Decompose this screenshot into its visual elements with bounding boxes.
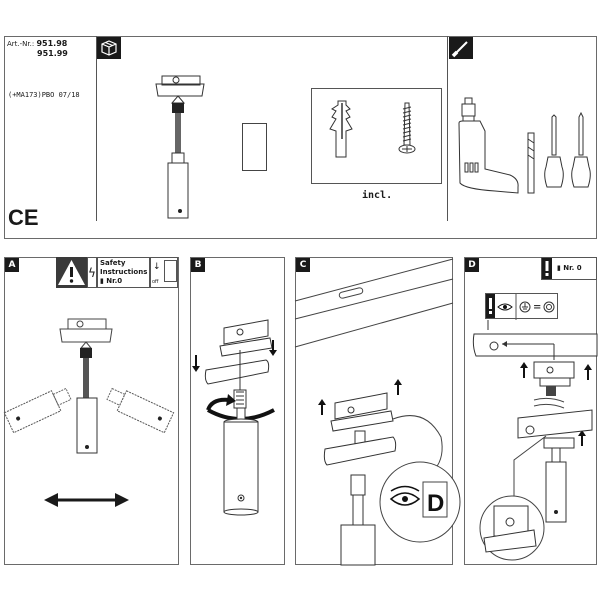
attention-icon (542, 258, 552, 279)
package-box-icon (97, 37, 121, 59)
power-off-switch-icon: ↓ off (150, 257, 178, 288)
phillips-screwdriver-icon (571, 111, 591, 188)
document-icon: ▮ (557, 264, 561, 272)
spotlight-rotation-drawing (3, 318, 175, 507)
drill-icon (458, 97, 519, 194)
detail-d-label: D (427, 490, 444, 517)
down-arrow-icon (192, 340, 277, 372)
ground-ring-icon (543, 301, 555, 313)
wall-plug-icon (329, 100, 353, 158)
screw-icon (398, 102, 416, 154)
doc-ref-text: Nr.0 (106, 277, 123, 285)
ground-symbol-row: = (485, 293, 558, 320)
adapter-screw-assembly-drawing (192, 319, 277, 516)
spacer-block-drawing (242, 123, 267, 171)
contents-tools-box (4, 36, 597, 239)
adapter-lock-lever-drawing: D (294, 258, 461, 566)
safety-doc-ref: ▮ Nr.0 (100, 277, 147, 286)
up-arrow-icon (318, 379, 402, 415)
note-ref-value: Nr. 0 (563, 264, 582, 272)
down-arrow-icon: ↓ (153, 262, 161, 272)
flathead-screwdriver-icon (544, 114, 564, 188)
screwdriver-icon (449, 37, 473, 59)
section-divider (447, 36, 448, 221)
track-adapter-spotlight-drawing (155, 75, 205, 219)
included-parts-box (311, 88, 442, 184)
off-label: off (152, 279, 159, 285)
note-ref-text: ▮ Nr. 0 (557, 264, 582, 272)
document-code: (+MA173)PBO 07/18 (8, 91, 80, 99)
step-letter: C (296, 258, 310, 272)
ground-icon (519, 301, 531, 313)
svg-text:=: = (533, 302, 541, 313)
step-letter: A (5, 258, 19, 272)
art-number-2: 951.99 (37, 49, 68, 58)
art-label: Art.-Nr.: (7, 40, 35, 48)
drill-bit-icon (527, 132, 535, 194)
article-number-block: Art.-Nr.: 951.98 951.99 (7, 39, 68, 58)
warning-triangle-icon (56, 257, 87, 288)
track-insertion-drawing (472, 320, 598, 561)
safety-title-2: Instructions (100, 268, 148, 276)
safety-text: Safety Instructions ▮ Nr.0 (97, 257, 150, 288)
step-letter: B (191, 258, 205, 272)
ce-mark: CE (8, 205, 39, 230)
tools-drawing (458, 97, 591, 194)
step-letter: D (465, 258, 479, 272)
double-horizontal-arrow-icon (44, 493, 129, 507)
eye-icon (389, 485, 421, 506)
safety-title-1: Safety (100, 259, 126, 267)
art-number-1: 951.98 (36, 39, 68, 48)
document-icon: ▮ (100, 277, 104, 285)
lightning-bolt-icon: ϟ (87, 257, 97, 288)
included-label: incl. (362, 190, 393, 201)
section-divider (96, 36, 97, 221)
note-reference-box: ▮ Nr. 0 (541, 257, 597, 280)
eye-icon (497, 303, 513, 311)
safety-instructions-box: ϟ Safety Instructions ▮ Nr.0 ↓ off (56, 257, 178, 288)
up-arrow-icon (520, 362, 592, 446)
